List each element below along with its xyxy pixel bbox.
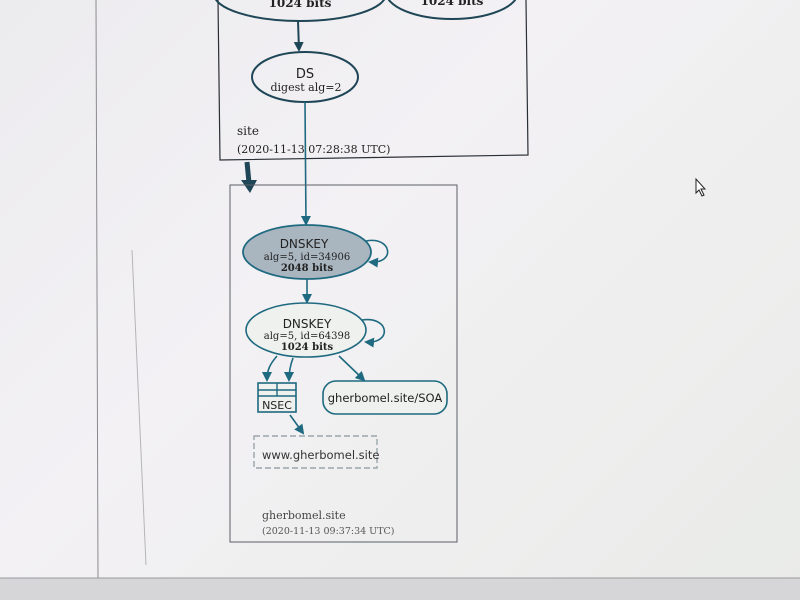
- edge-zsk-to-nsec-2: [284, 357, 295, 382]
- edge-ds-to-ksk: [300, 101, 311, 226]
- nsec-label: NSEC: [262, 399, 292, 412]
- soa-node[interactable]: [322, 380, 448, 415]
- dnskey-parent-1-bits: 1024 bits: [269, 0, 332, 10]
- www-node[interactable]: [253, 435, 378, 469]
- zsk-bits: 1024 bits: [281, 342, 334, 353]
- dnskey-parent-2-bits: 1024 bits: [421, 0, 484, 8]
- www-label: www.gherbomel.site: [262, 448, 379, 462]
- zsk-self-loop: [361, 318, 386, 348]
- zone-timestamp-site: (2020-11-13 07:28:38 UTC): [237, 143, 390, 156]
- dnskey-node-parent-2[interactable]: [386, 0, 518, 20]
- ds-node-detail: digest alg=2: [270, 81, 341, 94]
- zsk-dnskey-node[interactable]: [245, 302, 367, 358]
- zsk-title: DNSKEY: [283, 317, 332, 331]
- page-border-inner: [131, 249, 147, 566]
- edge-dnskey-to-ds: [293, 20, 304, 52]
- dnskey-node-parent-1[interactable]: [214, 0, 386, 22]
- ksk-bits: 2048 bits: [281, 263, 334, 274]
- zsk-detail: alg=5, id=64398: [264, 331, 350, 342]
- delegation-edge: [244, 161, 252, 184]
- mouse-cursor-icon: [695, 177, 707, 197]
- zone-name-site: site: [237, 124, 259, 138]
- zone-cluster-gherbomel: [229, 184, 458, 543]
- page-border-left: [95, 0, 99, 579]
- delegation-arrowhead: [241, 180, 257, 193]
- zone-cluster-site: [217, 0, 529, 161]
- ksk-self-loop: [365, 239, 389, 268]
- edge-zsk-to-soa: [338, 355, 366, 382]
- ds-node-title: DS: [296, 67, 314, 82]
- edge-nsec-to-www: [289, 414, 305, 435]
- bottom-bar: [0, 578, 800, 600]
- ksk-detail: alg=5, id=34906: [264, 252, 350, 263]
- zone-name-gherbomel: gherbomel.site: [262, 509, 346, 522]
- soa-label: gherbomel.site/SOA: [328, 391, 443, 405]
- zone-timestamp-gherbomel: (2020-11-13 09:37:34 UTC): [262, 526, 395, 537]
- ksk-title: DNSKEY: [280, 237, 329, 251]
- nsec-node[interactable]: [257, 382, 297, 413]
- edge-zsk-to-nsec-1: [262, 355, 278, 382]
